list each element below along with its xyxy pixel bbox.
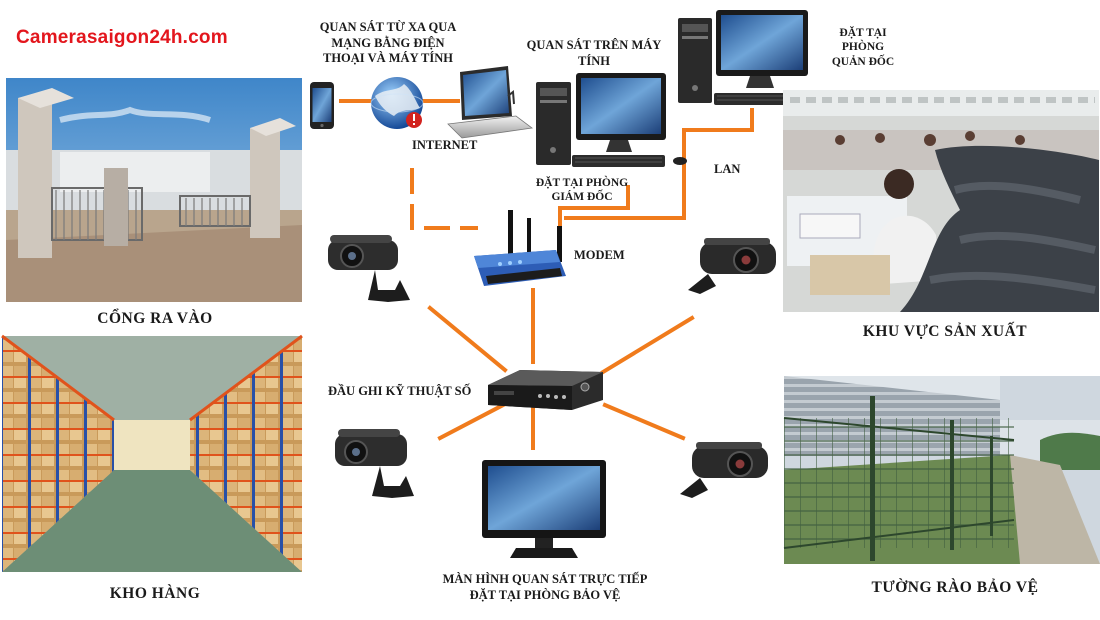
modem-router-icon bbox=[474, 210, 566, 286]
bullet-camera-icon bbox=[688, 238, 776, 294]
label-computer-monitoring: QUAN SÁT TRÊN MÁY TÍNH bbox=[526, 38, 662, 68]
warehouse-photo bbox=[1, 334, 303, 572]
bullet-camera-icon bbox=[335, 429, 414, 498]
connection-lines bbox=[339, 99, 754, 450]
label-production-area: KHU VỰC SẢN XUẤT bbox=[862, 323, 1028, 340]
line-workshop-modem bbox=[564, 108, 754, 220]
label-lan: LAN bbox=[714, 162, 741, 176]
bullet-camera-icon bbox=[328, 235, 410, 302]
production-area-photo bbox=[783, 90, 1099, 312]
label-modem: MODEM bbox=[574, 248, 625, 262]
line-cam-br bbox=[602, 402, 686, 441]
line-cam-bl bbox=[437, 400, 510, 441]
label-monitor: MÀN HÌNH QUAN SÁT TRỰC TIẾP ĐẶT TẠI PHÒN… bbox=[442, 572, 648, 602]
internet-globe-icon bbox=[370, 77, 424, 129]
line-cam-tr bbox=[600, 315, 695, 375]
label-gate: CỔNG RA VÀO bbox=[97, 310, 213, 327]
fence-photo bbox=[783, 376, 1100, 564]
director-computer-icon bbox=[536, 73, 687, 167]
laptop-icon bbox=[447, 66, 534, 139]
smartphone-icon bbox=[310, 82, 334, 129]
bullet-camera-icon bbox=[680, 442, 768, 498]
gate-photo bbox=[6, 78, 302, 302]
label-internet: INTERNET bbox=[412, 138, 478, 152]
brand-logo-text: Camerasaigon24h.com bbox=[16, 27, 228, 48]
label-remote-monitoring: QUAN SÁT TỪ XA QUA MẠNG BẰNG ĐIỆN THOẠI … bbox=[319, 20, 457, 66]
label-dvr: ĐẦU GHI KỸ THUẬT SỐ bbox=[328, 384, 472, 398]
label-security-fence: TƯỜNG RÀO BẢO VỆ bbox=[871, 579, 1039, 596]
monitor-icon bbox=[482, 460, 606, 558]
line-cam-tl bbox=[427, 305, 508, 373]
line-internet-modem bbox=[410, 168, 478, 230]
workshop-computer-icon bbox=[678, 10, 830, 105]
label-workshop-office: ĐẶT TẠI PHÒNG QUẢN ĐỐC bbox=[831, 27, 895, 68]
label-warehouse: KHO HÀNG bbox=[109, 585, 201, 602]
label-director-office: ĐẶT TẠI PHÒNG GIÁM ĐỐC bbox=[535, 177, 629, 204]
line-director-modem bbox=[558, 185, 630, 234]
dvr-recorder-icon bbox=[488, 370, 603, 410]
